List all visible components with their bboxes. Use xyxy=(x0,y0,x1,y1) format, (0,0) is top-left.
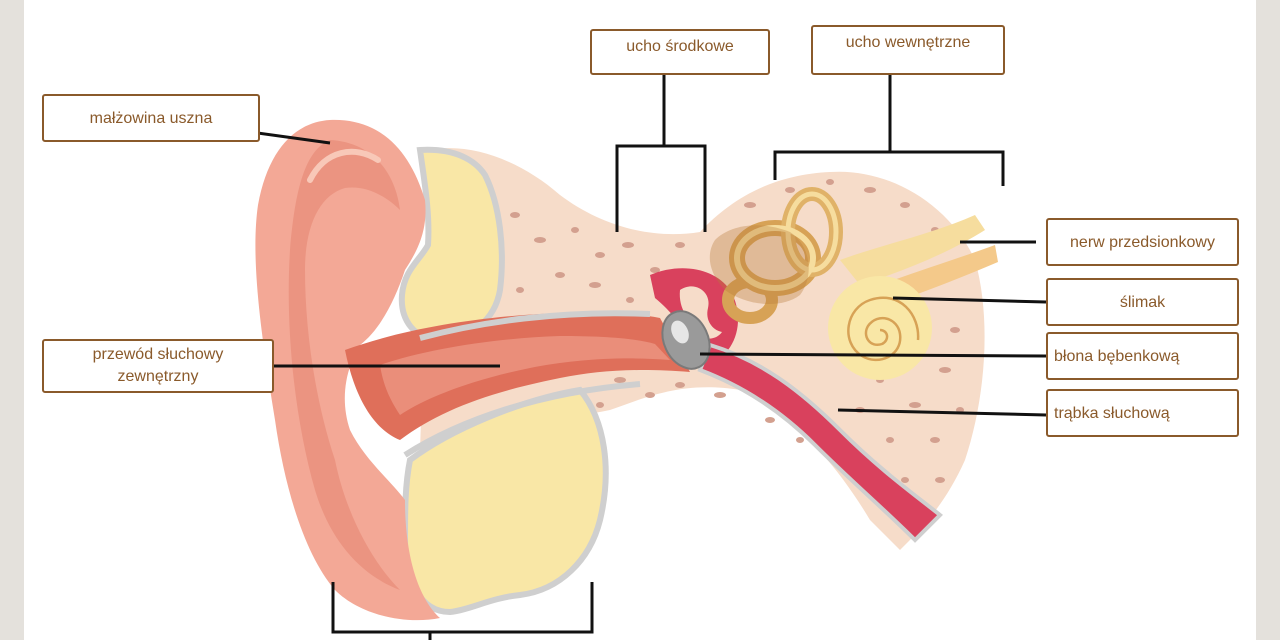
label-vestibular-nerve-text: nerw przedsionkowy xyxy=(1070,232,1215,253)
leader-eardrum xyxy=(700,354,1046,356)
diagram-page: małżowina uszna przewód słuchowy zewnętr… xyxy=(24,0,1256,640)
label-ear-canal: przewód słuchowy zewnętrzny xyxy=(42,339,274,393)
label-ear-canal-line2: zewnętrzny xyxy=(118,366,199,388)
label-pinna: małżowina uszna xyxy=(42,94,260,142)
label-cochlea: ślimak xyxy=(1046,278,1239,326)
label-middle-ear: ucho środkowe xyxy=(590,29,770,75)
label-eardrum: błona bębenkową xyxy=(1046,332,1239,380)
label-pinna-text: małżowina uszna xyxy=(90,108,213,129)
label-eustachian-tube-text: trąbka słuchową xyxy=(1054,403,1170,424)
label-vestibular-nerve: nerw przedsionkowy xyxy=(1046,218,1239,266)
label-cochlea-text: ślimak xyxy=(1120,292,1165,313)
label-inner-ear: ucho wewnętrzne xyxy=(811,25,1005,75)
bracket-middle-ear xyxy=(617,75,705,232)
label-eustachian-tube: trąbka słuchową xyxy=(1046,389,1239,437)
label-inner-ear-text: ucho wewnętrzne xyxy=(846,32,971,53)
label-middle-ear-text: ucho środkowe xyxy=(626,36,734,57)
bracket-inner-ear xyxy=(775,75,1003,186)
label-eardrum-text: błona bębenkową xyxy=(1054,346,1179,367)
label-ear-canal-line1: przewód słuchowy xyxy=(93,344,224,366)
